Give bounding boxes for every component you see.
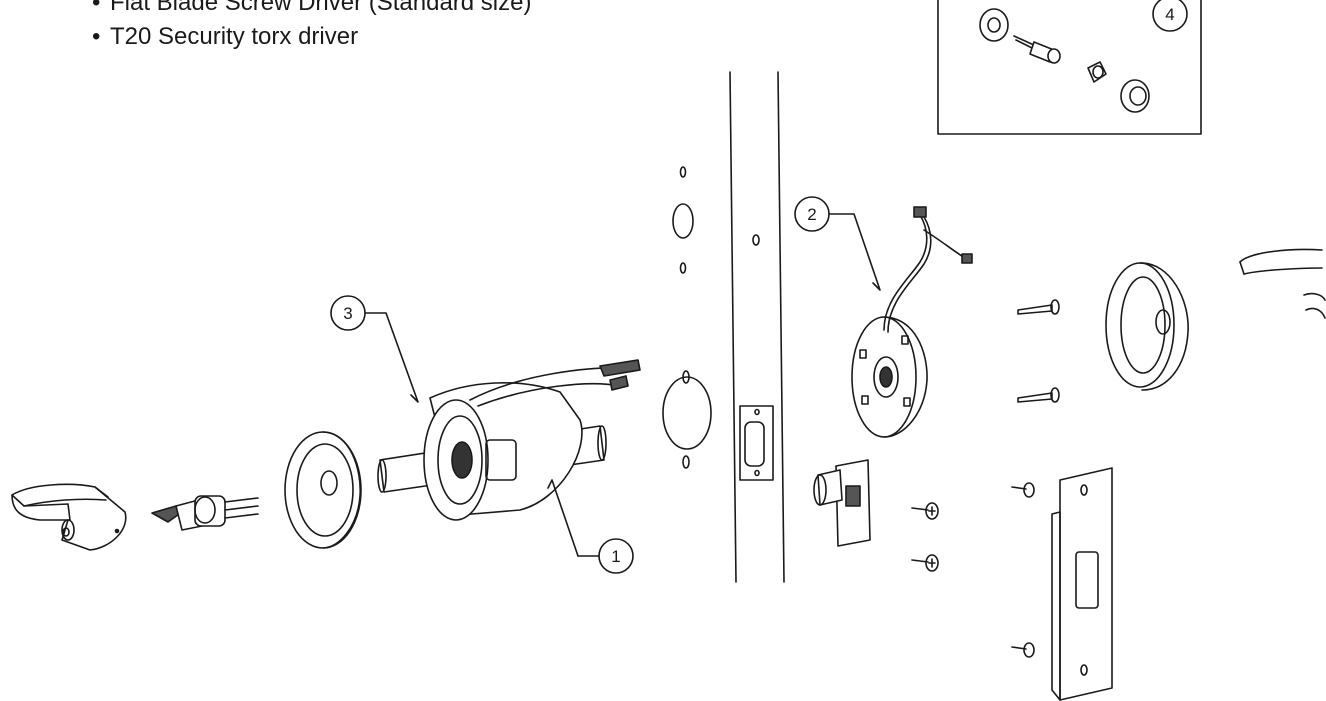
callout-2-leader <box>828 213 881 291</box>
bullet: • <box>92 23 101 50</box>
callout-3: 3 <box>330 295 366 331</box>
callout-3-label: 3 <box>343 304 352 323</box>
door-latch-plate <box>739 405 774 481</box>
inside-lever <box>1239 248 1326 319</box>
tool-flat-blade-screwdriver: Flat Blade Screw Driver (Standard size) <box>110 0 532 16</box>
outside-rose <box>284 431 362 549</box>
tools-list-item: • T20 Security torx driver <box>92 20 531 54</box>
latch-screw <box>911 554 939 572</box>
callout-2-label: 2 <box>807 205 816 224</box>
callout-4-label: 4 <box>1165 5 1174 24</box>
inset-washer <box>979 8 1009 42</box>
tools-list-item: • Flat Blade Screw Driver (Standard size) <box>92 0 531 20</box>
strike-plate <box>1051 467 1113 701</box>
outside-lever <box>11 483 127 551</box>
callout-1-leader <box>547 479 579 557</box>
lock-chassis <box>377 359 641 521</box>
inset-detail-box <box>937 0 1202 135</box>
callout-3-leader <box>364 312 419 403</box>
callout-2: 2 <box>794 196 830 232</box>
key-cylinder <box>151 495 259 531</box>
callout-1-label: 1 <box>611 547 620 566</box>
tool-t20-torx-driver: T20 Security torx driver <box>110 23 359 50</box>
callout-4: 4 <box>1152 0 1188 32</box>
strike-screw <box>1011 642 1035 658</box>
door-panel <box>729 71 785 583</box>
inset-key-cylinder <box>1013 35 1061 64</box>
callout-1: 1 <box>577 538 634 574</box>
inside-rose <box>1105 262 1189 391</box>
drill-template-holes <box>662 166 712 469</box>
inside-module <box>851 316 928 438</box>
bullet: • <box>92 0 101 16</box>
door-pilot-hole <box>752 234 760 246</box>
tools-list: • Flat Blade Screw Driver (Standard size)… <box>92 0 531 54</box>
mounting-bolt <box>1017 387 1060 403</box>
mounting-bolt <box>1017 299 1060 315</box>
latch-screw <box>911 502 939 520</box>
latch-assembly <box>813 459 871 547</box>
module-wire-harness <box>883 206 973 333</box>
strike-screw <box>1011 482 1035 498</box>
inset-cap <box>1087 61 1107 83</box>
inset-knob <box>1120 79 1150 113</box>
